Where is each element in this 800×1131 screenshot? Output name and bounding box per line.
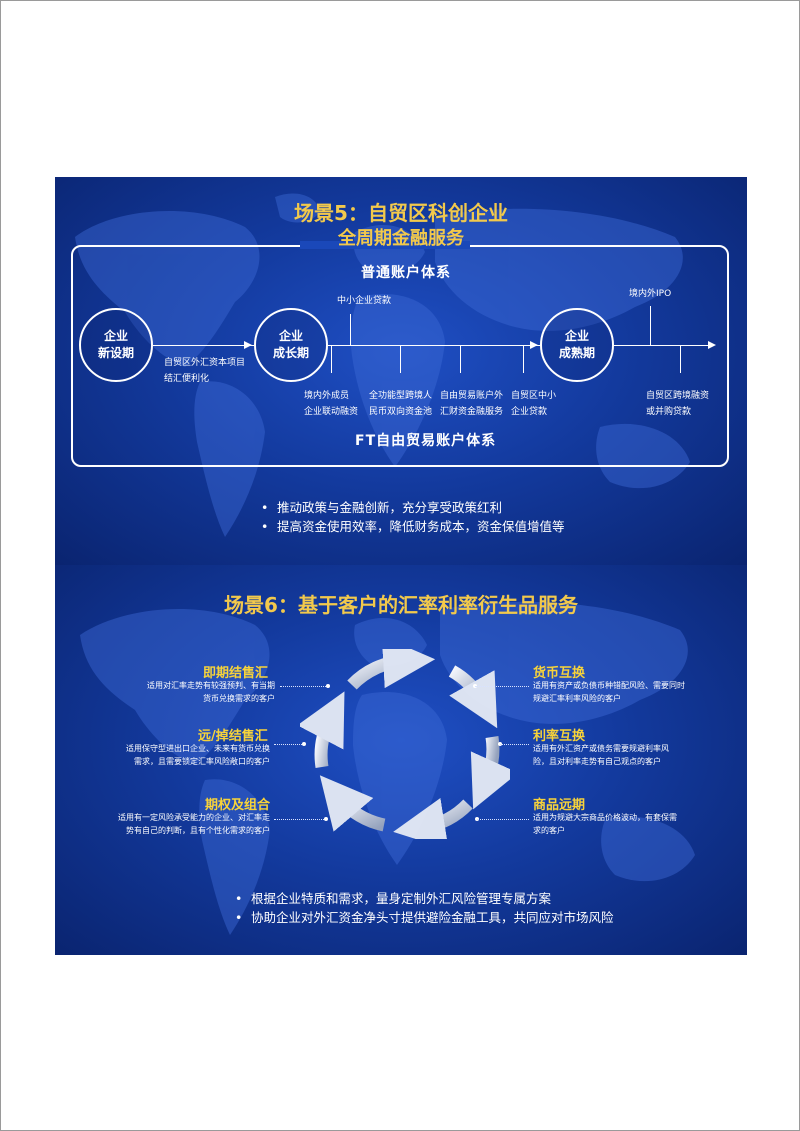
stage-label-line2: 新设期: [97, 346, 134, 360]
label-line: 自贸区外汇资本项目: [164, 358, 246, 368]
cycle-arrow-icon: [347, 649, 436, 690]
scene6-panel: 场景6：基于客户的汇率利率衍生品服务 即期结售汇 适用对汇率走势有较强预判、有当…: [55, 565, 747, 955]
product-options-title: 期权及组合: [205, 798, 271, 813]
connector-dotted-line: [280, 686, 328, 687]
ordinary-account-heading: 普通账户体系: [361, 265, 451, 281]
label-ipo: 境内外IPO: [629, 289, 672, 299]
cycle-arrows-diagram: [300, 649, 510, 839]
cycle-arrow-icon: [300, 691, 345, 768]
bullet-item: 根据企业特质和需求，量身定制外汇风险管理专属方案: [235, 889, 614, 908]
tick-up: [350, 314, 351, 345]
product-commodity-forward-title: 商品远期: [533, 798, 586, 813]
tick-down: [523, 345, 524, 373]
stage-label-line2: 成熟期: [558, 346, 595, 360]
world-map-background: [75, 193, 690, 537]
product-currency-swap-title: 货币互换: [533, 666, 586, 681]
connector-line: [328, 345, 540, 346]
label-cash-pool: 全功能型跨境人 民币双向资金池: [369, 388, 432, 420]
tick-down: [400, 345, 401, 373]
title-gap: [300, 241, 470, 249]
stage-label-line1: 企业: [564, 329, 589, 343]
product-commodity-forward-desc: 适用为规避大宗商品价格波动，有套保需 求的客户: [533, 811, 723, 837]
product-forward-fx-title: 远/掉结售汇: [198, 729, 268, 744]
tick-down: [331, 345, 332, 373]
desc-line: 适用为规避大宗商品价格波动，有套保需: [533, 813, 677, 822]
ft-account-heading: FT自由贸易账户体系: [355, 433, 497, 449]
desc-line: 需求，且需要锁定汇率风险敞口的客户: [134, 757, 270, 766]
desc-line: 适用对汇率走势有较强预判、有当期: [147, 681, 275, 690]
scene5-bullets: 推动政策与金融创新，充分享受政策红利 提高资金使用效率，降低财务成本，资金保值增…: [261, 498, 565, 536]
arrow-head-icon: [708, 341, 716, 349]
stage-new-company: 企业 新设期: [79, 308, 153, 382]
bullet-item: 提高资金使用效率，降低财务成本，资金保值增值等: [261, 517, 565, 536]
desc-line: 适用有外汇资产或债务需要规避利率风: [533, 744, 669, 753]
stage-label-line2: 成长期: [272, 346, 309, 360]
cycle-arrow-icon: [393, 798, 473, 839]
desc-line: 适用有一定风险承受能力的企业、对汇率走: [118, 813, 270, 822]
label-line: 全功能型跨境人: [369, 391, 433, 401]
connector-dotted-line: [500, 744, 529, 745]
label-capital-settlement: 自贸区外汇资本项目 结汇便利化: [164, 355, 245, 387]
label-line: 自贸区中小: [511, 391, 557, 401]
label-ftz-sme-loan: 自贸区中小 企业贷款: [511, 388, 556, 420]
product-forward-fx-desc: 适用保守型进出口企业、未来有货币兑换 需求，且需要锁定汇率风险敞口的客户: [95, 742, 270, 768]
label-joint-financing: 境内外成员 企业联动融资: [304, 388, 358, 420]
connector-dot: [302, 742, 306, 746]
cycle-arrow-icon: [448, 665, 498, 729]
label-line: 自由贸易账户外: [440, 391, 504, 401]
label-line: 自贸区跨境融资: [646, 391, 710, 401]
tick-up: [650, 306, 651, 345]
stage-mature: 企业 成熟期: [540, 308, 614, 382]
scene6-bullets: 根据企业特质和需求，量身定制外汇风险管理专属方案 协助企业对外汇资金净头寸提供避…: [235, 889, 614, 927]
bullet-item: 推动政策与金融创新，充分享受政策红利: [261, 498, 565, 517]
scene5-title-line1: 场景5：自贸区科创企业: [294, 201, 508, 225]
product-interest-swap-desc: 适用有外汇资产或债务需要规避利率风 险，且对利率走势有自己观点的客户: [533, 742, 723, 768]
arrow-head-icon: [244, 341, 252, 349]
connector-dot: [326, 684, 330, 688]
product-currency-swap-desc: 适用有资产或负债币种错配风险、需要同时 规避汇率利率风险的客户: [533, 679, 723, 705]
label-cross-border-ma: 自贸区跨境融资 或并购贷款: [646, 388, 709, 420]
label-line: 企业联动融资: [304, 407, 359, 417]
desc-line: 适用保守型进出口企业、未来有货币兑换: [126, 744, 270, 753]
desc-line: 规避汇率利率风险的客户: [533, 694, 621, 703]
product-interest-swap-title: 利率互换: [533, 729, 586, 744]
label-line: 汇财资金融服务: [440, 407, 504, 417]
stage-label-line1: 企业: [278, 329, 303, 343]
tick-down: [680, 345, 681, 373]
connector-dotted-line: [475, 686, 529, 687]
bullet-item: 协助企业对外汇资金净头寸提供避险金融工具，共同应对市场风险: [235, 908, 614, 927]
label-line: 民币双向资金池: [369, 407, 433, 417]
label-line: 企业贷款: [511, 407, 548, 417]
world-map-background: [80, 601, 695, 935]
label-line: 境内外成员: [304, 391, 350, 401]
cycle-arrow-icon: [319, 775, 386, 832]
connector-dotted-line: [274, 744, 304, 745]
connector-dot: [324, 817, 328, 821]
desc-line: 货币兑换需求的客户: [203, 694, 275, 703]
connector-dotted-line: [477, 819, 529, 820]
connector-dotted-line: [274, 819, 326, 820]
product-spot-fx-desc: 适用对汇率走势有较强预判、有当期 货币兑换需求的客户: [125, 679, 275, 705]
scene5-title-line2: 全周期金融服务: [338, 228, 464, 249]
product-spot-fx-title: 即期结售汇: [203, 666, 269, 681]
scene5-panel: 场景5：自贸区科创企业 全周期金融服务 普通账户体系 FT自由贸易账户体系 企业…: [55, 177, 747, 565]
desc-line: 适用有资产或负债币种错配风险、需要同时: [533, 681, 685, 690]
arrow-head-icon: [530, 341, 538, 349]
connector-line: [153, 345, 254, 346]
scene6-title: 场景6：基于客户的汇率利率衍生品服务: [224, 593, 578, 617]
connector-line: [614, 345, 710, 346]
label-sme-loan: 中小企业贷款: [337, 296, 392, 306]
desc-line: 险，且对利率走势有自己观点的客户: [533, 757, 661, 766]
label-line: 结汇便利化: [164, 374, 210, 384]
desc-line: 势有自己的判断，且有个性化需求的客户: [126, 826, 270, 835]
cycle-arrow-icon: [470, 736, 510, 810]
label-line: 或并购贷款: [646, 407, 692, 417]
stage-label-line1: 企业: [103, 329, 128, 343]
tick-down: [460, 345, 461, 373]
product-options-desc: 适用有一定风险承受能力的企业、对汇率走 势有自己的判断，且有个性化需求的客户: [95, 811, 270, 837]
desc-line: 求的客户: [533, 826, 565, 835]
stage-growth: 企业 成长期: [254, 308, 328, 382]
label-ft-financing: 自由贸易账户外 汇财资金融服务: [440, 388, 503, 420]
